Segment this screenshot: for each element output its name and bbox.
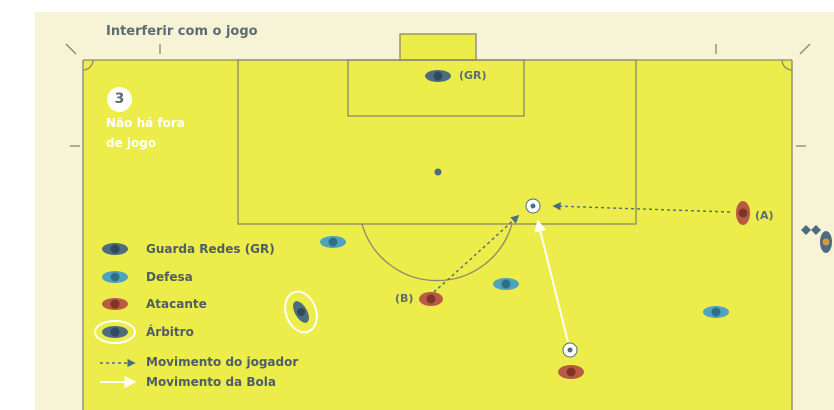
scenario-note-line1: Não há fora — [106, 116, 185, 130]
legend-goalkeeper-icon — [102, 243, 128, 255]
soccer-ball-icon — [525, 198, 541, 214]
ball-trajectory-arrow — [534, 219, 569, 343]
legend-player-movement-label: Movimento do jogador — [146, 355, 299, 369]
legend-ball-movement-label: Movimento da Bola — [146, 375, 276, 389]
legend-defender-label: Defesa — [146, 270, 193, 284]
penalty-spot — [434, 168, 442, 176]
movement-arrow-attacker-a — [552, 202, 731, 213]
diagram-title: Interferir com o jogo — [106, 24, 258, 39]
attacker-player-icon — [419, 292, 443, 306]
referee-player-icon — [284, 290, 318, 334]
legend-referee-icon — [94, 320, 136, 344]
goal — [399, 33, 477, 61]
defender-player-icon — [703, 306, 729, 318]
attacker-a-label: (A) — [755, 209, 774, 222]
defender-player-icon — [493, 278, 519, 290]
penalty-arc — [361, 223, 513, 282]
scenario-number-badge: 3 — [107, 87, 132, 112]
goalkeeper-label: (GR) — [459, 69, 487, 82]
corner-flag-icon — [801, 225, 821, 235]
legend-attacker-label: Atacante — [146, 297, 207, 311]
pitch — [83, 60, 792, 410]
legend-referee-label: Árbitro — [146, 325, 194, 339]
goal-area — [347, 59, 525, 117]
assistant-referee-icon — [820, 231, 832, 253]
soccer-ball-icon — [562, 342, 578, 358]
attacker-b-label: (B) — [395, 292, 414, 305]
legend-goalkeeper-label: Guarda Redes (GR) — [146, 242, 275, 256]
goalkeeper-player-icon — [425, 70, 451, 82]
pitch-markings — [65, 43, 811, 410]
legend-defender-icon — [102, 271, 128, 283]
defender-player-icon — [320, 236, 346, 248]
attacker-player-icon — [558, 365, 584, 379]
scenario-note-line2: de jogo — [106, 136, 157, 150]
legend-attacker-icon — [102, 298, 128, 310]
attacker-player-icon — [736, 201, 750, 225]
